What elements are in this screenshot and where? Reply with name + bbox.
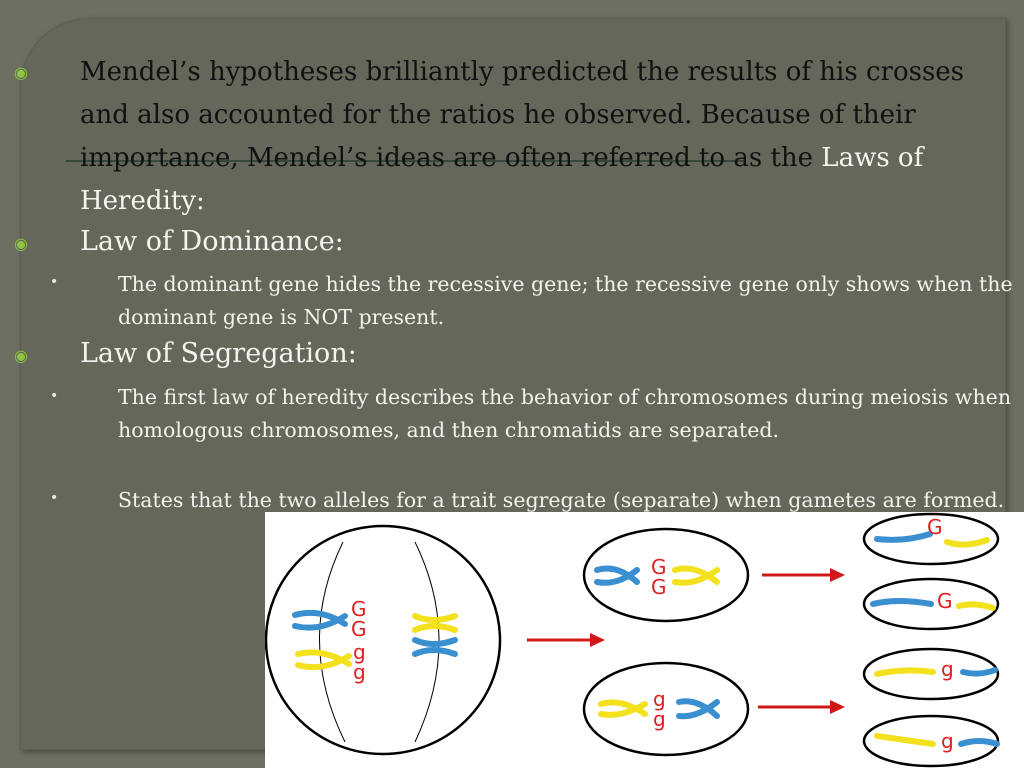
blue-chromosome-pair — [292, 609, 348, 631]
allele-label-G: G — [651, 555, 667, 579]
allele-label-g: g — [941, 657, 954, 681]
dominance-description: The dominant gene hides the recessive ge… — [118, 272, 1013, 329]
allele-label-g: g — [353, 640, 366, 664]
gamete-cell-1: G — [862, 512, 1000, 566]
arrow-icon — [527, 633, 605, 647]
segregation-description-2: States that the two alleles for a trait … — [118, 488, 1005, 512]
allele-label-g: g — [941, 729, 954, 753]
arrow-icon — [758, 700, 845, 714]
decorative-line — [66, 160, 746, 162]
intro-paragraph: Mendel’s hypotheses brilliantly predicte… — [80, 51, 1010, 223]
circle-bullet-icon: ◉ — [14, 63, 28, 82]
laws-of-heredity: Laws of Heredity: — [80, 143, 924, 216]
heading-law-of-dominance: Law of Dominance: — [80, 226, 344, 257]
gamete-cell-4: g — [862, 714, 1000, 768]
dot-bullet-icon: • — [50, 490, 59, 506]
segregation-diagram-svg: G G g g G G — [265, 512, 1000, 768]
intro-text: Mendel’s hypotheses brilliantly predicte… — [80, 57, 965, 173]
heading-law-of-segregation: Law of Segregation: — [80, 338, 357, 369]
allele-label-g: g — [653, 687, 666, 711]
dot-bullet-icon: • — [50, 274, 59, 290]
allele-label-G: G — [927, 515, 943, 539]
circle-bullet-icon: ◉ — [14, 346, 28, 365]
gamete-cell-2: G — [862, 577, 1000, 631]
allele-label-G: G — [651, 575, 667, 599]
segregation-diagram: G G g g G G — [265, 512, 1024, 768]
segregation-description-1: The first law of heredity describes the … — [118, 385, 1012, 442]
arrow-icon — [762, 568, 845, 582]
allele-label-g: g — [653, 707, 666, 731]
allele-label-G: G — [351, 597, 367, 621]
blue-chromosome-pair — [412, 637, 458, 657]
daughter-cell-upper: G G — [582, 527, 750, 623]
parent-cell: G G g g — [265, 524, 502, 756]
dot-bullet-icon: • — [50, 388, 59, 404]
daughter-cell-lower: g g — [582, 661, 750, 757]
yellow-chromosome-pair — [412, 613, 458, 633]
gamete-cell-3: g — [862, 647, 1000, 701]
allele-label-g: g — [353, 660, 366, 684]
circle-bullet-icon: ◉ — [14, 234, 28, 253]
yellow-chromosome-pair — [295, 649, 352, 671]
allele-label-G: G — [351, 617, 367, 641]
allele-label-G: G — [937, 589, 953, 613]
